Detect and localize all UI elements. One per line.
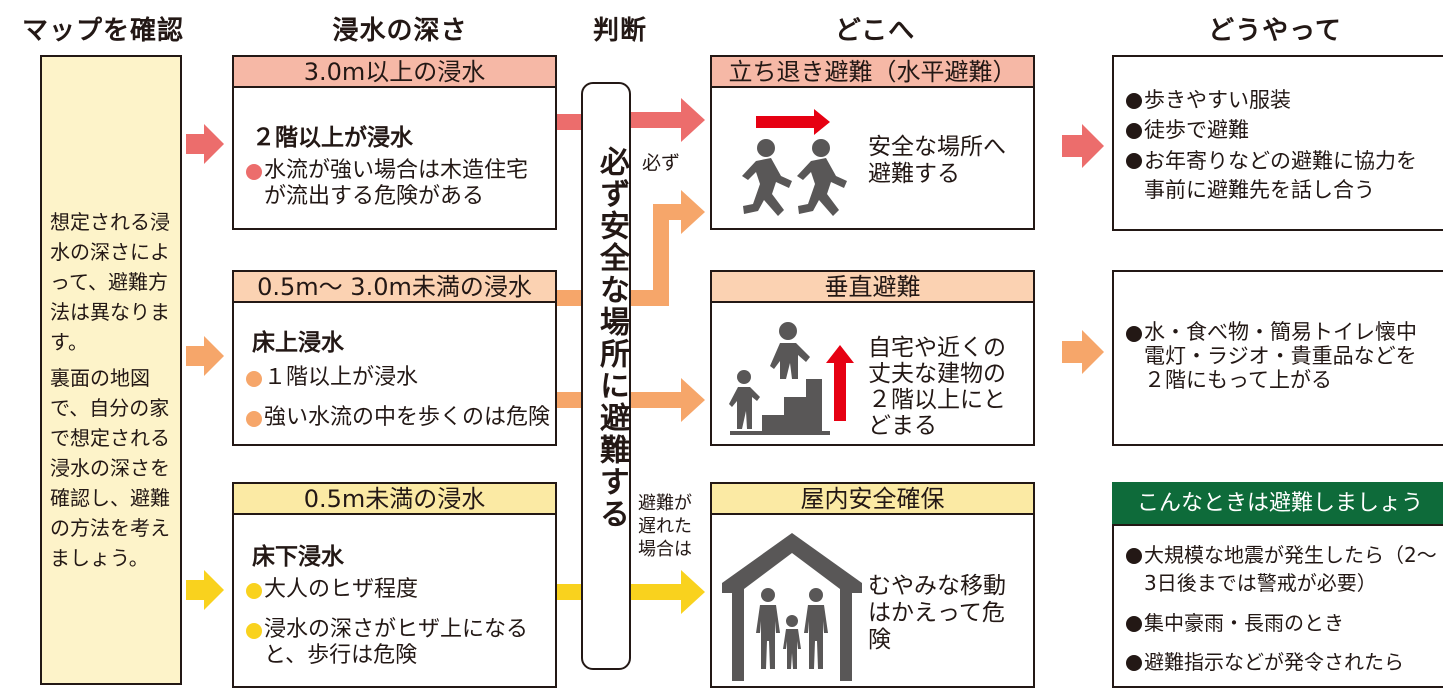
where-text-3: むやみな移動はかえって危険 bbox=[868, 573, 1006, 653]
connector-2 bbox=[557, 290, 581, 306]
depth-box-1: ２階以上が浸水 水流が強い場合は木造住宅が流出する危険がある bbox=[232, 86, 557, 230]
where-text-1: 安全な場所へ避難する bbox=[868, 134, 1006, 187]
bullet-dot bbox=[246, 623, 262, 639]
depth-box-2: 床上浸水 １階以上が浸水 強い水流の中を歩くのは危険 bbox=[232, 301, 557, 446]
header-depth: 浸水の深さ bbox=[332, 16, 468, 46]
arrow-to-how-1 bbox=[1062, 124, 1104, 168]
intro-panel: 想定される浸水の深さによって、避難方法は異なります。 裏面の地図で、自分の家で想… bbox=[40, 55, 182, 685]
depth-title-2: 床上浸水 bbox=[252, 330, 344, 356]
arrow-to-how-2 bbox=[1062, 330, 1104, 374]
bullet-dot bbox=[1126, 655, 1142, 671]
where-text-2: 自宅や近くの丈夫な建物の２階以上にとどまる bbox=[868, 335, 1006, 439]
where-box-2: 自宅や近くの丈夫な建物の２階以上にとどまる bbox=[710, 301, 1035, 446]
climbing-stairs-icon bbox=[729, 322, 854, 435]
connector-1 bbox=[557, 114, 581, 130]
connector-3 bbox=[557, 392, 581, 408]
depth-box-3: 床下浸水 大人のヒザ程度 浸水の深さがヒザ上になると、歩行は危険 bbox=[232, 513, 557, 688]
intro-text-1: 想定される浸水の深さによって、避難方法は異なります。 bbox=[50, 210, 170, 354]
where-box-1: 安全な場所へ避難する bbox=[710, 86, 1035, 230]
note-late: 避難が遅れた場合は bbox=[638, 493, 692, 560]
when-item-1: 大規模な地震が発生したら（2～3日後までは警戒が必要） bbox=[1144, 543, 1437, 595]
depth-band-1: 3.0m以上の浸水 bbox=[232, 55, 557, 88]
depth-point-3-2: 浸水の深さがヒザ上になると、歩行は危険 bbox=[264, 617, 529, 668]
judgement-main: 必ず安全な場所に避難する bbox=[594, 146, 629, 530]
depth-band-3: 0.5m未満の浸水 bbox=[232, 482, 557, 515]
arrow-elbow-up bbox=[631, 190, 705, 306]
header-how: どうやって bbox=[1208, 16, 1342, 46]
how-item-1-1: 歩きやすい服装 bbox=[1144, 88, 1291, 112]
header-where: どこへ bbox=[834, 16, 916, 46]
depth-point-3-1: 大人のヒザ程度 bbox=[264, 577, 419, 602]
arrow-intro-1 bbox=[186, 124, 224, 164]
how-item-2-1: 水・食べ物・簡易トイレ懐中電灯・ラジオ・貴重品などを２階にもって上がる bbox=[1144, 320, 1417, 392]
when-title: こんなときは避難しましょう bbox=[1112, 482, 1443, 526]
arrow-to-where-2 bbox=[631, 378, 705, 422]
how-box-1: 歩きやすい服装 徒歩で避難 お年寄りなどの避難に協力を事前に避難先を話し合う bbox=[1112, 55, 1443, 231]
how-box-2: 水・食べ物・簡易トイレ懐中電灯・ラジオ・貴重品などを２階にもって上がる bbox=[1112, 270, 1443, 446]
depth-point-2-1: １階以上が浸水 bbox=[264, 365, 419, 390]
header-judgement: 判断 bbox=[592, 16, 647, 46]
depth-title-1: ２階以上が浸水 bbox=[252, 125, 413, 151]
where-box-3: むやみな移動はかえって危険 bbox=[710, 513, 1035, 688]
bullet-dot bbox=[246, 371, 262, 387]
when-box: 大規模な地震が発生したら（2～3日後までは警戒が必要） 集中豪雨・長雨のとき 避… bbox=[1112, 524, 1443, 688]
bullet-dot bbox=[1126, 326, 1142, 342]
judgement-pill: 必ず安全な場所に避難する bbox=[581, 82, 631, 670]
arrow-intro-2 bbox=[186, 336, 224, 376]
arrow-to-where-1 bbox=[631, 98, 705, 142]
bullet-dot bbox=[246, 164, 262, 180]
how-item-1-2: 徒歩で避難 bbox=[1144, 118, 1249, 142]
depth-title-3: 床下浸水 bbox=[252, 544, 344, 570]
family-in-house-icon bbox=[722, 533, 862, 681]
where-band-2: 垂直避難 bbox=[710, 270, 1035, 303]
bullet-dot bbox=[246, 583, 262, 599]
when-item-3: 避難指示などが発令されたら bbox=[1144, 650, 1404, 674]
bullet-dot bbox=[1126, 153, 1142, 169]
arrow-to-where-3 bbox=[631, 570, 705, 614]
depth-band-2: 0.5m～ 3.0m未満の浸水 bbox=[232, 270, 557, 303]
intro-text-2: 裏面の地図で、自分の家で想定される浸水の深さを確認し、避難の方法を考えましょう。 bbox=[50, 366, 170, 570]
when-item-2: 集中豪雨・長雨のとき bbox=[1144, 611, 1344, 635]
where-band-3: 屋内安全確保 bbox=[710, 482, 1035, 515]
where-band-1: 立ち退き避難（水平避難） bbox=[710, 55, 1035, 88]
bullet-dot bbox=[1126, 616, 1142, 632]
connector-4 bbox=[557, 584, 581, 600]
bullet-dot bbox=[1126, 93, 1142, 109]
note-must: 必ず bbox=[642, 152, 681, 174]
header-map-check: マップを確認 bbox=[21, 16, 184, 46]
bullet-dot bbox=[1126, 123, 1142, 139]
depth-point-2-2: 強い水流の中を歩くのは危険 bbox=[264, 405, 551, 430]
running-people-icon bbox=[742, 109, 847, 216]
bullet-dot bbox=[1126, 548, 1142, 564]
arrow-intro-3 bbox=[186, 570, 224, 610]
bullet-dot bbox=[246, 411, 262, 427]
depth-point-1-1: 水流が強い場合は木造住宅が流出する危険がある bbox=[264, 158, 529, 209]
how-item-1-3: お年寄りなどの避難に協力を事前に避難先を話し合う bbox=[1144, 149, 1417, 202]
